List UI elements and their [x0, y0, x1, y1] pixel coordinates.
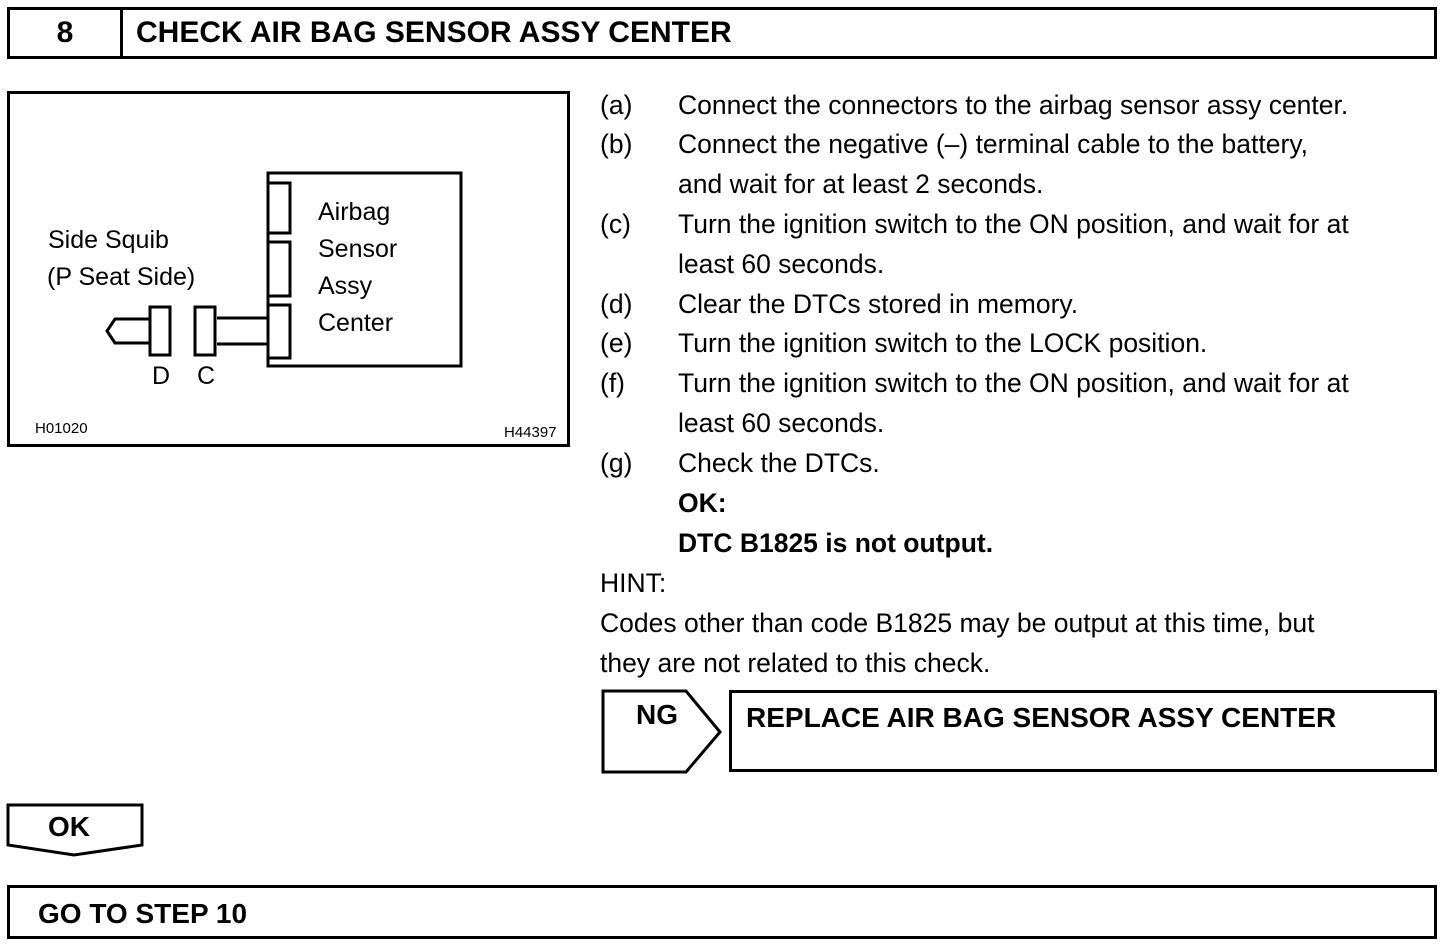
- side-squib-label-2: (P Seat Side): [47, 263, 196, 291]
- connector-diagram: [105, 171, 463, 368]
- figure-code-right: H44397: [504, 424, 557, 441]
- step-title: CHECK AIR BAG SENSOR ASSY CENTER: [136, 16, 732, 49]
- ok-criteria-label: OK:: [678, 488, 727, 518]
- sensor-label-4: Center: [318, 309, 394, 337]
- next-step-text: GO TO STEP 10: [38, 898, 248, 929]
- sensor-label-1: Airbag: [318, 198, 391, 226]
- sensor-slot-middle: [266, 240, 292, 298]
- ok-tag-label: OK: [48, 811, 90, 842]
- ng-action-text: REPLACE AIR BAG SENSOR ASSY CENTER: [746, 702, 1337, 733]
- connector-d: [148, 305, 172, 357]
- step-header: 8 CHECK AIR BAG SENSOR ASSY CENTER: [7, 7, 1437, 59]
- ng-tag-label: NG: [636, 699, 678, 730]
- ng-tag-shape: [601, 689, 722, 774]
- hint-label: HINT:: [600, 568, 667, 598]
- sensor-slot-top: [266, 181, 292, 235]
- figure-code-left: H01020: [35, 420, 88, 437]
- connector-c-label: C: [197, 362, 216, 390]
- sensor-label-2: Sensor: [318, 235, 398, 263]
- ng-tag: NG: [600, 688, 724, 776]
- ok-tag: OK: [6, 803, 146, 859]
- ok-criteria-text: DTC B1825 is not output.: [678, 528, 994, 558]
- ng-action-box: REPLACE AIR BAG SENSOR ASSY CENTER: [729, 690, 1437, 772]
- sensor-label-3: Assy: [318, 272, 373, 300]
- squib-plug: [105, 317, 150, 345]
- connector-c: [193, 305, 217, 357]
- sensor-slot-bottom: [266, 303, 292, 360]
- side-squib-label-1: Side Squib: [48, 226, 169, 254]
- step-number: 8: [10, 10, 123, 56]
- wiring-figure: Side Squib (P Seat Side) Airbag Sensor A…: [7, 91, 570, 447]
- connector-d-label: D: [152, 362, 171, 390]
- next-step-box: GO TO STEP 10: [7, 885, 1437, 939]
- hint-line-2: they are not related to this check.: [600, 648, 991, 678]
- ok-tag-shape: [6, 803, 144, 857]
